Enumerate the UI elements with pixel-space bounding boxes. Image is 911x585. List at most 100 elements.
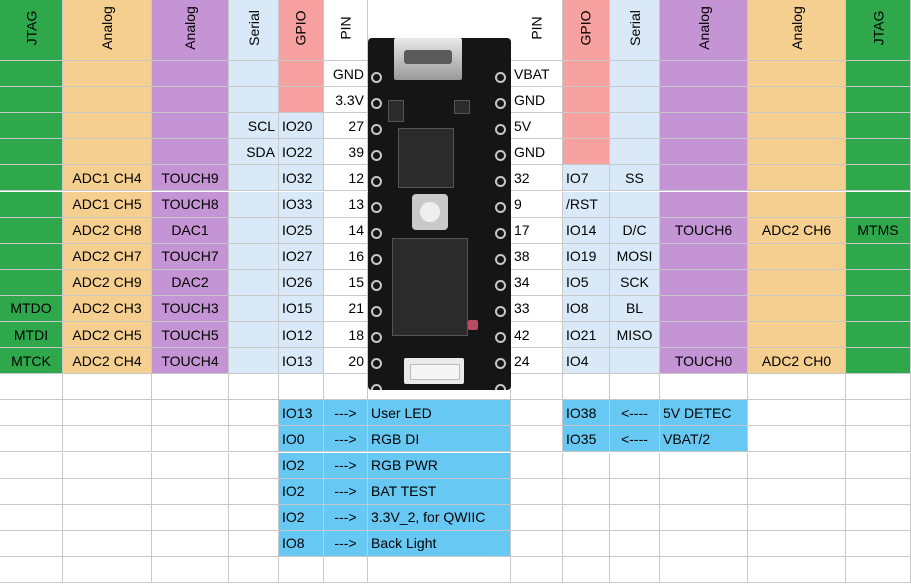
header-left-gpio[interactable]: GPIO	[279, 0, 324, 61]
empty-cell-r8-c3[interactable]	[152, 556, 229, 583]
cell-left-gpio-row-9[interactable]: IO26	[279, 269, 324, 296]
header-left-analog1[interactable]: Analog	[63, 0, 152, 61]
cell-left-gpio-row-11[interactable]: IO12	[279, 322, 324, 349]
cell-right-serial-row-10[interactable]: BL	[610, 295, 660, 322]
cell-left-analog1-row-12[interactable]: ADC2 CH4	[63, 348, 152, 375]
empty-cell-r5-c8[interactable]	[511, 478, 563, 505]
cell-right-analog1-row-9[interactable]	[748, 269, 846, 296]
cell-left-analog1-row-6[interactable]: ADC1 CH5	[63, 191, 152, 218]
empty-cell-r1-c4[interactable]	[229, 374, 279, 401]
empty-cell-r7-c1[interactable]	[0, 530, 63, 557]
empty-cell-r1-c3[interactable]	[152, 374, 229, 401]
cell-left-gpio-row-4[interactable]: IO22	[279, 139, 324, 166]
cell-left-serial-row-3[interactable]: SCL	[229, 113, 279, 140]
empty-cell-r6-c11[interactable]	[660, 504, 748, 531]
empty-cell-r5-c1[interactable]	[0, 478, 63, 505]
cell-left-pin-row-2[interactable]: 3.3V	[324, 87, 368, 114]
cell-left-gpio-row-3[interactable]: IO20	[279, 113, 324, 140]
cell-right-analog1-row-11[interactable]	[748, 322, 846, 349]
empty-cell-r7-c10[interactable]	[610, 530, 660, 557]
empty-cell-r8-c5[interactable]	[279, 556, 324, 583]
cell-right-analog1-row-2[interactable]	[748, 87, 846, 114]
cell-right-gpio-row-2[interactable]	[563, 87, 610, 114]
empty-cell-r1-c5[interactable]	[279, 374, 324, 401]
cell-left-pin-row-6[interactable]: 13	[324, 191, 368, 218]
empty-cell-r3-c13[interactable]	[846, 426, 911, 453]
empty-cell-r1-c2[interactable]	[63, 374, 152, 401]
legend-io-5[interactable]: IO2	[279, 504, 324, 531]
cell-left-analog2-row-1[interactable]	[152, 61, 229, 88]
cell-right-analog1-row-8[interactable]	[748, 243, 846, 270]
empty-cell-r5-c2[interactable]	[63, 478, 152, 505]
cell-right-analog1-row-4[interactable]	[748, 139, 846, 166]
cell-left-serial-row-11[interactable]	[229, 322, 279, 349]
cell-right-analog1-row-3[interactable]	[748, 113, 846, 140]
cell-right-analog1-row-5[interactable]	[748, 165, 846, 192]
cell-right-jtag-row-6[interactable]	[846, 191, 911, 218]
empty-cell-r3-c12[interactable]	[748, 426, 846, 453]
header-right-gpio[interactable]: GPIO	[563, 0, 610, 61]
empty-cell-r1-c12[interactable]	[748, 374, 846, 401]
cell-left-jtag-row-12[interactable]: MTCK	[0, 348, 63, 375]
legend-desc-5[interactable]: 3.3V_2, for QWIIC	[368, 504, 511, 531]
cell-left-analog2-row-12[interactable]: TOUCH4	[152, 348, 229, 375]
cell-left-analog2-row-2[interactable]	[152, 87, 229, 114]
cell-left-analog1-row-10[interactable]: ADC2 CH3	[63, 295, 152, 322]
empty-cell-r2-c1[interactable]	[0, 400, 63, 427]
legend-io-4[interactable]: IO2	[279, 478, 324, 505]
cell-left-jtag-row-10[interactable]: MTDO	[0, 295, 63, 322]
cell-left-serial-row-9[interactable]	[229, 269, 279, 296]
cell-right-gpio-row-10[interactable]: IO8	[563, 295, 610, 322]
cell-left-analog1-row-3[interactable]	[63, 113, 152, 140]
empty-cell-r6-c10[interactable]	[610, 504, 660, 531]
header-right-analog2[interactable]: Analog	[660, 0, 748, 61]
cell-right-serial-row-9[interactable]: SCK	[610, 269, 660, 296]
cell-left-analog2-row-10[interactable]: TOUCH3	[152, 295, 229, 322]
cell-left-gpio-row-6[interactable]: IO33	[279, 191, 324, 218]
cell-left-serial-row-4[interactable]: SDA	[229, 139, 279, 166]
legend-io-2[interactable]: IO0	[279, 426, 324, 453]
cell-right-analog2-row-10[interactable]	[660, 295, 748, 322]
empty-cell-r5-c4[interactable]	[229, 478, 279, 505]
empty-cell-r7-c9[interactable]	[563, 530, 610, 557]
legend-arrow-2[interactable]: --->	[324, 426, 368, 453]
legend-io-3[interactable]: IO2	[279, 452, 324, 479]
cell-right-jtag-row-3[interactable]	[846, 113, 911, 140]
cell-left-serial-row-2[interactable]	[229, 87, 279, 114]
cell-right-gpio-row-3[interactable]	[563, 113, 610, 140]
cell-right-analog2-row-11[interactable]	[660, 322, 748, 349]
cell-left-jtag-row-2[interactable]	[0, 87, 63, 114]
empty-cell-r5-c9[interactable]	[563, 478, 610, 505]
cell-left-pin-row-7[interactable]: 14	[324, 217, 368, 244]
empty-cell-r4-c8[interactable]	[511, 452, 563, 479]
cell-left-serial-row-1[interactable]	[229, 61, 279, 88]
empty-cell-r1-c1[interactable]	[0, 374, 63, 401]
cell-left-analog1-row-11[interactable]: ADC2 CH5	[63, 322, 152, 349]
cell-left-jtag-row-4[interactable]	[0, 139, 63, 166]
header-left-analog2[interactable]: Analog	[152, 0, 229, 61]
empty-cell-r6-c1[interactable]	[0, 504, 63, 531]
legend-right-arrow-1[interactable]: <----	[610, 400, 660, 427]
cell-right-gpio-row-11[interactable]: IO21	[563, 322, 610, 349]
cell-left-analog2-row-9[interactable]: DAC2	[152, 269, 229, 296]
cell-left-analog2-row-8[interactable]: TOUCH7	[152, 243, 229, 270]
cell-left-analog2-row-4[interactable]	[152, 139, 229, 166]
cell-left-jtag-row-8[interactable]	[0, 243, 63, 270]
empty-cell-r2-c3[interactable]	[152, 400, 229, 427]
cell-right-gpio-row-8[interactable]: IO19	[563, 243, 610, 270]
header-right-pin[interactable]: PIN	[511, 0, 563, 61]
empty-cell-r1-c9[interactable]	[563, 374, 610, 401]
legend-desc-2[interactable]: RGB DI	[368, 426, 511, 453]
empty-cell-r8-c11[interactable]	[660, 556, 748, 583]
legend-desc-4[interactable]: BAT TEST	[368, 478, 511, 505]
cell-right-jtag-row-12[interactable]	[846, 348, 911, 375]
cell-right-analog1-row-1[interactable]	[748, 61, 846, 88]
cell-right-gpio-row-1[interactable]	[563, 61, 610, 88]
cell-right-jtag-row-7[interactable]: MTMS	[846, 217, 911, 244]
legend-desc-3[interactable]: RGB PWR	[368, 452, 511, 479]
legend-right-io-2[interactable]: IO35	[563, 426, 610, 453]
cell-right-jtag-row-10[interactable]	[846, 295, 911, 322]
cell-right-serial-row-12[interactable]	[610, 348, 660, 375]
empty-cell-r7-c12[interactable]	[748, 530, 846, 557]
cell-right-gpio-row-9[interactable]: IO5	[563, 269, 610, 296]
